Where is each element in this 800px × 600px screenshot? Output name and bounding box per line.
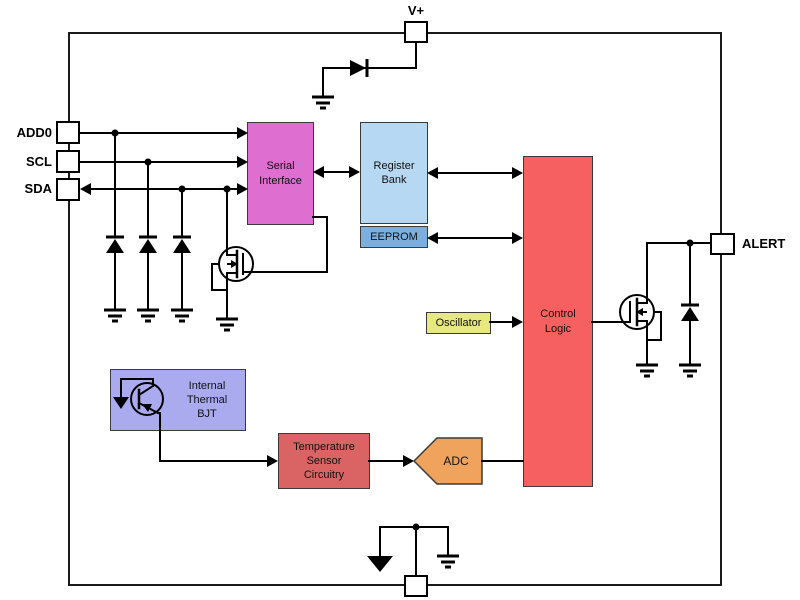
bjt-icon — [113, 378, 164, 416]
sda-mosfet-icon — [211, 188, 328, 332]
gnd-pin — [404, 575, 428, 597]
adc-label: ADC — [443, 454, 469, 468]
arrowhead — [237, 156, 248, 168]
ground-icon — [137, 308, 159, 323]
substrate-arrow-icon — [367, 556, 393, 572]
vplus-diode-branch — [312, 42, 417, 110]
oscillator-control-wire — [489, 316, 523, 328]
ground-icon — [312, 95, 334, 110]
junction-dot — [412, 523, 420, 531]
add0-pin-label: ADD0 — [16, 125, 52, 140]
bjt-sensor-wire — [159, 412, 278, 467]
temperature-sensor-block: Temperature Sensor Circuitry — [278, 433, 370, 489]
ground-icon — [437, 554, 459, 569]
eeprom-control-bus — [427, 232, 523, 244]
esd-diode-icon — [106, 235, 124, 253]
eeprom-block: EEPROM — [360, 226, 428, 248]
sensor-adc-wire — [368, 455, 414, 467]
alert-pin-label: ALERT — [742, 236, 786, 251]
register-control-bus — [427, 167, 523, 179]
chip-outline — [68, 32, 722, 586]
ground-icon — [679, 363, 701, 378]
ground-icon — [104, 308, 126, 323]
ground-icon — [636, 363, 658, 378]
arrowhead — [237, 127, 248, 139]
alert-mosfet-icon — [619, 294, 662, 366]
esd-diode-icon — [173, 235, 191, 253]
vplus-pin — [404, 21, 428, 43]
add0-net — [79, 127, 248, 323]
ground-pin-net — [367, 523, 459, 576]
esd-diode-icon — [139, 235, 157, 253]
alert-net — [591, 239, 711, 378]
ground-icon — [171, 308, 193, 323]
sda-pin-label: SDA — [24, 181, 52, 196]
sda-pin — [56, 178, 80, 201]
arrowhead — [237, 183, 248, 195]
sda-net — [80, 183, 248, 323]
arrowhead — [80, 183, 91, 195]
control-logic-block: Control Logic — [523, 156, 593, 487]
scl-net — [79, 156, 248, 323]
serial-register-bus — [313, 166, 360, 178]
alert-pin — [710, 233, 735, 255]
diode-icon — [350, 59, 369, 77]
serial-interface-block: Serial Interface — [247, 122, 314, 225]
scl-pin-label: SCL — [26, 154, 52, 169]
oscillator-block: Oscillator — [426, 312, 491, 334]
add0-pin — [56, 121, 80, 144]
ground-icon — [216, 317, 238, 332]
esd-diode-icon — [681, 303, 699, 321]
scl-pin — [56, 150, 80, 173]
vplus-pin-label: V+ — [407, 3, 425, 18]
